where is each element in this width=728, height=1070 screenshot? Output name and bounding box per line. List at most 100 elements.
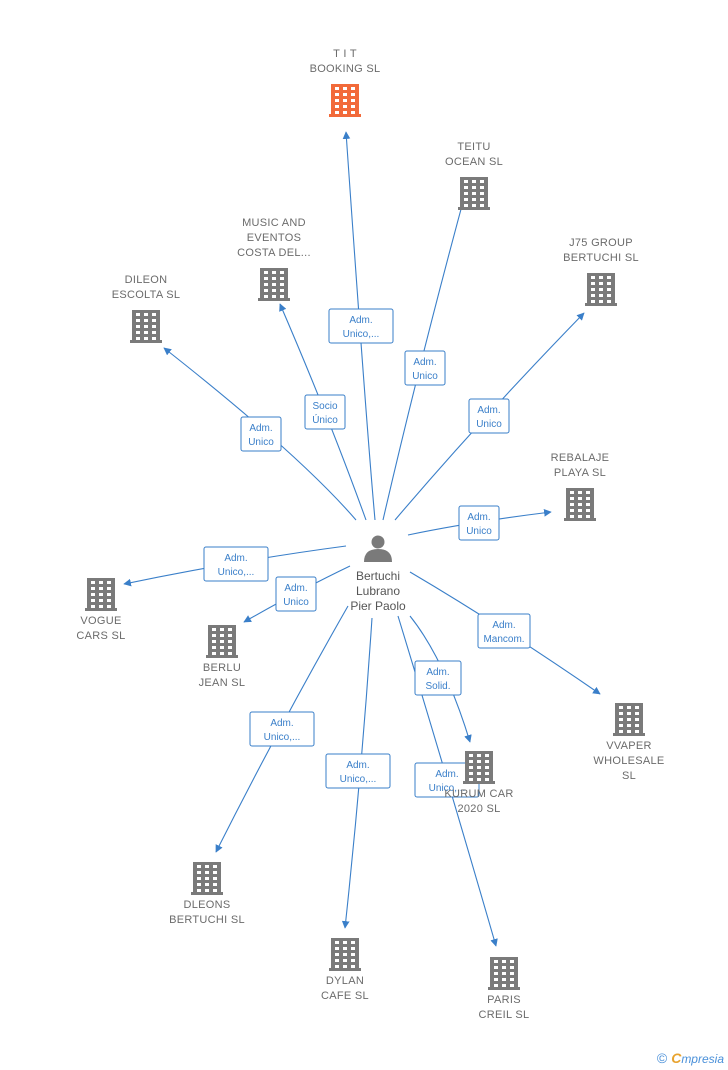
company-name: 2020 SL: [457, 803, 500, 815]
edge-label-text: Adm.: [467, 512, 490, 523]
building-icon: [85, 578, 117, 611]
company-node-berlu[interactable]: BERLU JEAN SL: [199, 625, 246, 689]
edge-label-box: [458, 505, 500, 541]
person-name: Bertuchi: [356, 569, 400, 583]
edge-label-text: Unico,...: [340, 774, 377, 785]
building-icon: [206, 625, 238, 658]
edge-label-text: Único: [312, 413, 338, 426]
edge-label-dileon[interactable]: Adm. Unico: [240, 416, 282, 452]
brand-name: mpresia: [681, 1052, 724, 1066]
edge-label-box: [240, 416, 282, 452]
company-node-paris[interactable]: PARIS CREIL SL: [479, 957, 530, 1021]
edge-label-dleons[interactable]: Adm.Unico,...: [249, 711, 315, 747]
company-name: PARIS: [487, 994, 521, 1006]
edge-label-tit[interactable]: Adm. Unico,...: [328, 308, 394, 344]
edge-label-box: [477, 613, 531, 649]
edge-label-box: [325, 753, 391, 789]
company-name: COSTA DEL...: [237, 247, 311, 259]
building-icon: [191, 862, 223, 895]
edge-label-vvaper[interactable]: Adm. Mancom.: [477, 613, 531, 649]
brand-initial: C: [671, 1050, 682, 1066]
edge-label-rebalaje[interactable]: Adm. Unico: [458, 505, 500, 541]
company-name: VVAPER: [606, 740, 652, 752]
edge-label-text: Adm.: [224, 553, 247, 564]
edge-label-box: [468, 398, 510, 434]
edge-label-text: Adm.: [346, 760, 369, 771]
company-name: JEAN SL: [199, 677, 246, 689]
edge-label-text: Unico,...: [429, 783, 466, 794]
building-icon: [488, 957, 520, 990]
person-icon: [364, 535, 392, 562]
edge-label-text: Adm.: [477, 405, 500, 416]
person-name: Pier Paolo: [350, 599, 406, 613]
company-name: VOGUE: [80, 615, 121, 627]
edge-label-text: Adm.: [492, 620, 515, 631]
edge-label-text: Unico: [466, 526, 492, 537]
edge-label-text: Adm.: [249, 423, 272, 434]
building-icon: [258, 268, 290, 301]
edge-label-box: [304, 394, 346, 430]
company-name: CREIL SL: [479, 1009, 530, 1021]
edge-label-j75[interactable]: Adm.Unico: [468, 398, 510, 434]
edge-label-text: Unico,...: [343, 329, 380, 340]
edge-label-teitu[interactable]: Adm. Unico: [404, 350, 446, 386]
company-name: BERTUCHI SL: [169, 914, 245, 926]
company-node-tit[interactable]: T I T BOOKING SL: [310, 48, 381, 117]
edge-label-text: Mancom.: [483, 634, 524, 645]
edge-label-text: Adm.: [349, 315, 372, 326]
edge-label-dylan[interactable]: Adm. Unico,...: [325, 753, 391, 789]
company-name: TEITU: [457, 141, 490, 153]
company-name: DLEONS: [183, 899, 230, 911]
edge-label-text: Unico,...: [218, 567, 255, 578]
edge-label-kurum[interactable]: Adm.Solid.: [414, 660, 462, 696]
company-name: BOOKING SL: [310, 63, 381, 75]
footer-brand[interactable]: ©Cmpresia: [657, 1050, 724, 1066]
building-icon: [613, 703, 645, 736]
company-name: ESCOLTA SL: [112, 289, 181, 301]
copyright-icon: ©: [656, 1050, 668, 1066]
company-name: WHOLESALE: [593, 755, 664, 767]
company-node-kurum[interactable]: KURUM CAR 2020 SL: [444, 751, 513, 815]
edge-label-box: [249, 711, 315, 747]
edge-label-berlu[interactable]: Adm. Unico: [275, 576, 317, 612]
edge-tit: [342, 131, 376, 521]
company-name: DYLAN: [326, 975, 364, 987]
company-name: OCEAN SL: [445, 156, 503, 168]
company-name: KURUM CAR: [444, 788, 513, 800]
company-name: REBALAJE: [551, 452, 610, 464]
edge-label-box: [203, 546, 269, 582]
edge-label-text: Adm.: [413, 357, 436, 368]
edge-label-text: Unico: [248, 437, 274, 448]
company-name: BERTUCHI SL: [563, 252, 639, 264]
person-name: Lubrano: [356, 584, 400, 598]
edge-label-text: Unico: [283, 597, 309, 608]
company-name: T I T: [333, 48, 357, 60]
edge-label-text: Adm.: [284, 583, 307, 594]
building-icon: [329, 84, 361, 117]
edge-label-text: Unico: [412, 371, 438, 382]
edge-label-text: Socio: [312, 401, 337, 412]
company-node-dleons[interactable]: DLEONS BERTUCHI SL: [169, 862, 245, 926]
company-name: BERLU: [203, 662, 241, 674]
edge-label-box: [328, 308, 394, 344]
edge-labels-layer: Adm.Unico,...Adm.UnicoSocioÚnicoAdm.Unic…: [203, 308, 531, 798]
company-name: CAFE SL: [321, 990, 369, 1002]
building-icon: [130, 310, 162, 343]
company-node-teitu[interactable]: TEITU OCEAN SL: [445, 141, 503, 210]
edge-label-box: [414, 660, 462, 696]
edge-label-vogue[interactable]: Adm. Unico,...: [203, 546, 269, 582]
company-name: EVENTOS: [247, 232, 301, 244]
building-icon: [458, 177, 490, 210]
company-node-dylan[interactable]: DYLAN CAFE SL: [321, 938, 369, 1002]
edge-label-text: Adm.: [270, 718, 293, 729]
